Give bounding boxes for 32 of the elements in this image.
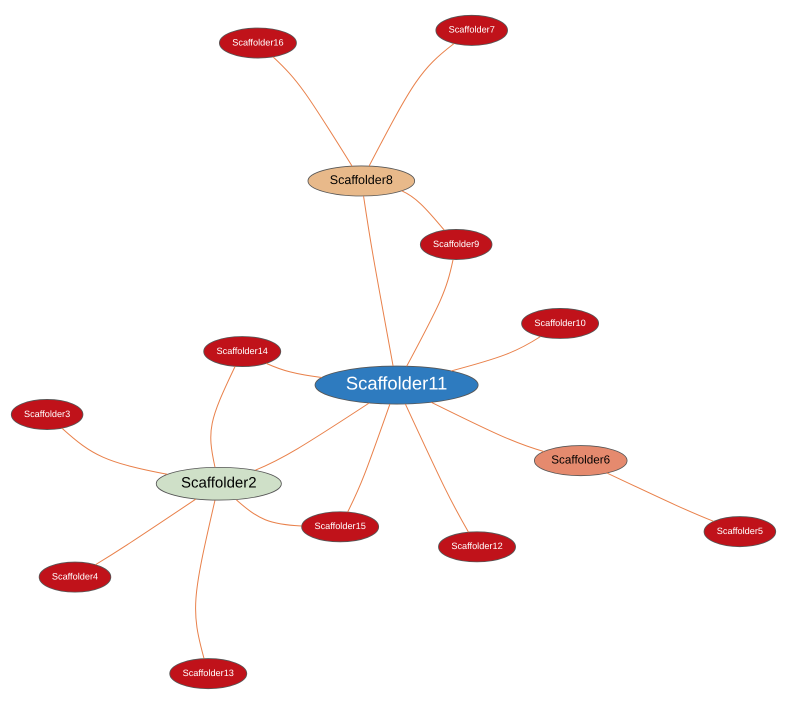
node-ellipse: Scaffolder12 (438, 531, 516, 562)
node-ellipse: Scaffolder9 (420, 229, 492, 260)
node-ellipse: Scaffolder14 (203, 336, 282, 367)
node-ellipse: Scaffolder16 (219, 28, 297, 58)
connector (272, 56, 353, 166)
connector (368, 43, 455, 166)
connector (195, 500, 216, 659)
connector (95, 498, 196, 566)
connector (254, 402, 370, 471)
connector (606, 472, 714, 522)
node-ellipse: Scaffolder5 (704, 516, 776, 548)
node-ellipse: Scaffolder8 (308, 166, 416, 196)
connector (406, 259, 454, 367)
connector (210, 366, 236, 468)
connector (347, 404, 390, 513)
node-ellipse: Scaffolder2 (156, 466, 282, 501)
node-ellipse: Scaffolder4 (38, 562, 112, 593)
connector (430, 402, 544, 452)
node-ellipse: Scaffolder13 (169, 658, 248, 690)
node-ellipse: Scaffolder11 (314, 366, 479, 404)
node-ellipse: Scaffolder10 (521, 308, 600, 339)
node-ellipse: Scaffolder7 (435, 14, 508, 46)
connector (450, 336, 541, 372)
connector (266, 362, 322, 378)
connector (363, 196, 394, 366)
node-ellipse: Scaffolder15 (301, 511, 380, 542)
node-ellipse: Scaffolder3 (10, 399, 84, 430)
connector (401, 190, 445, 231)
connector (404, 404, 469, 533)
connector (236, 499, 302, 526)
node-ellipse: Scaffolder6 (534, 445, 628, 476)
connector (62, 428, 168, 475)
